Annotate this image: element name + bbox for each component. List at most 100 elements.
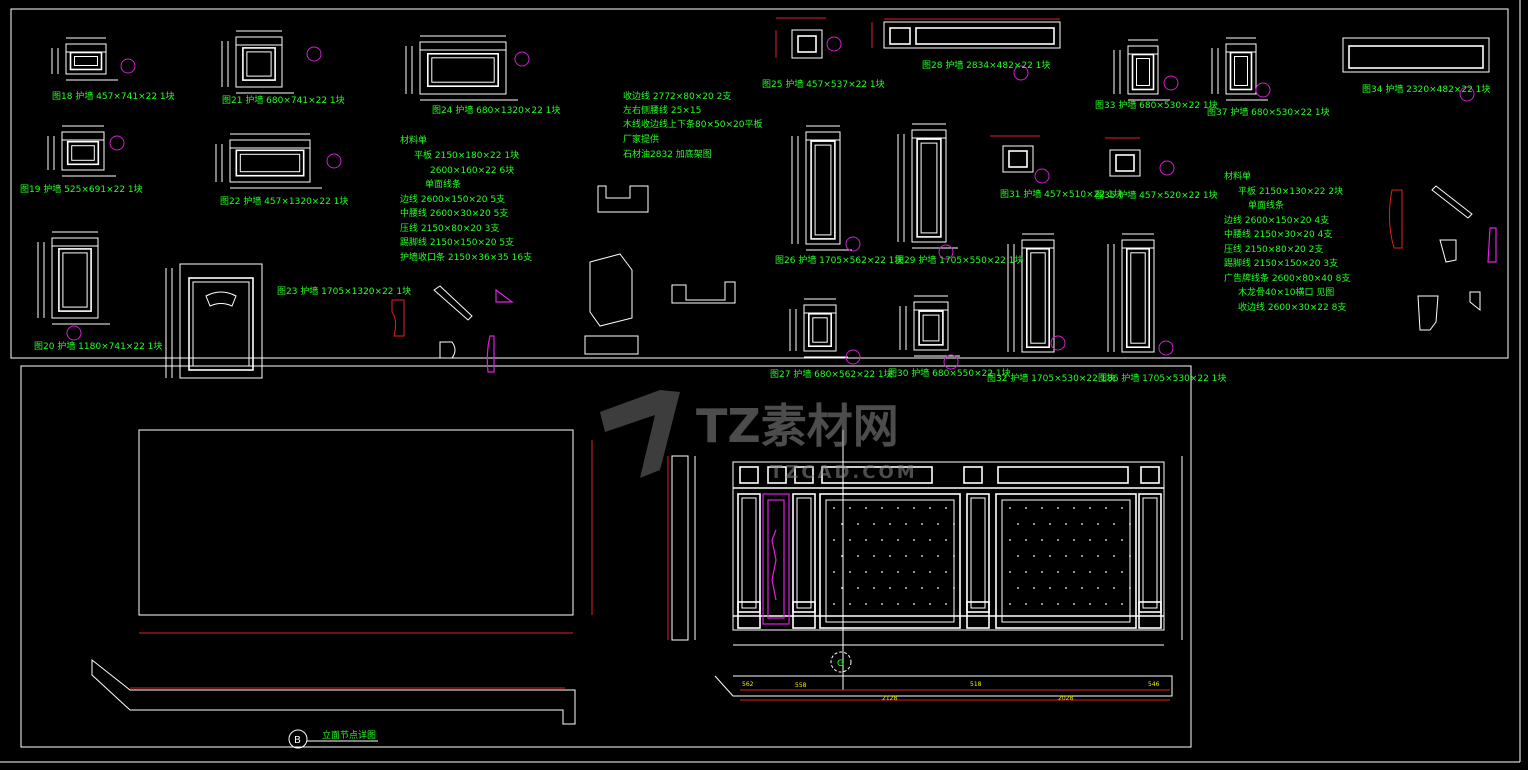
tuft-button — [1009, 507, 1011, 509]
tuft-button — [1009, 603, 1011, 605]
tuft-button — [849, 603, 851, 605]
elevation-side-panel-inner — [796, 497, 812, 609]
molding-profile — [1431, 185, 1473, 219]
elevation-side-panel — [792, 493, 816, 613]
panel-inner — [812, 317, 828, 343]
panel-frame — [1131, 53, 1155, 91]
panel-top-rail — [911, 129, 947, 139]
elevation-side-panel — [737, 493, 761, 613]
molding-profile — [1469, 291, 1481, 312]
panel-label: 图24 护墙 680×1320×22 1块 — [432, 104, 560, 116]
materials-line: 压线 2150×80×20 3支 — [400, 222, 499, 234]
panel-label: 图28 护墙 2834×482×22 1块 — [922, 59, 1050, 71]
detail-marker-icon — [1159, 160, 1175, 176]
fret-ornament-icon — [205, 291, 237, 307]
detail-marker-icon — [826, 36, 842, 52]
panel-top-rail — [61, 131, 105, 141]
tuft-button — [953, 587, 955, 589]
bracket-3d-view — [589, 253, 633, 327]
elevation-side-panel — [1138, 493, 1162, 613]
panel-label: 图30 护墙 680×550×22 1块 — [888, 367, 1011, 379]
tuft-button — [857, 587, 859, 589]
tuft-button — [929, 507, 931, 509]
tuft-button — [1105, 571, 1107, 573]
elevation-side-panel — [966, 493, 990, 613]
side-section — [671, 455, 689, 641]
tuft-button — [1017, 587, 1019, 589]
tuft-button — [1113, 523, 1115, 525]
detail-marker-icon — [1459, 86, 1475, 102]
materials-list-2: 材料单 平板 2150×130×22 2块 单面线条 边线 2600×150×2… — [1224, 170, 1350, 313]
tuft-button — [865, 507, 867, 509]
tuft-button — [1081, 523, 1083, 525]
panel-label: 图18 护墙 457×741×22 1块 — [52, 90, 175, 102]
tuft-button — [1121, 539, 1123, 541]
carved-pilaster — [762, 493, 790, 625]
panel-labels: 图18 护墙 457×741×22 1块 图19 护墙 525×691×22 1… — [20, 59, 1490, 384]
panel-inner — [1136, 58, 1150, 86]
tuft-button — [937, 523, 939, 525]
carved-panel — [192, 281, 250, 367]
panel-inner — [239, 153, 301, 173]
panel-label: 图32 护墙 1705×530×22 1块 — [987, 372, 1115, 384]
tuft-button — [913, 539, 915, 541]
tufted-panel — [819, 493, 961, 629]
tuft-button — [1097, 555, 1099, 557]
tuft-button — [865, 539, 867, 541]
dimension-value: 546 — [1148, 681, 1160, 688]
tuft-button — [1097, 587, 1099, 589]
materials-line: 平板 2150×180×22 1块 — [414, 149, 519, 161]
tuft-button — [849, 571, 851, 573]
materials-line: 边线 2600×150×20 5支 — [400, 193, 505, 205]
tuft-button — [1121, 603, 1123, 605]
panel-label: 图26 护墙 1705×562×22 1块 — [775, 254, 903, 266]
detail-marker-icon — [326, 153, 342, 169]
panel-inner — [246, 51, 272, 77]
panel-outline — [791, 29, 823, 59]
molding-profile — [391, 299, 405, 337]
tuft-button — [881, 603, 883, 605]
tuft-button — [1065, 587, 1067, 589]
panel-inner — [74, 56, 98, 66]
elevation-lower-panel — [737, 601, 761, 629]
elevation-marker-circle — [830, 651, 852, 673]
elevation-lower-panel — [792, 601, 816, 629]
panel-frame — [1348, 45, 1484, 69]
bracket-section — [597, 185, 649, 213]
detail-marker-icon — [1013, 65, 1029, 81]
panel-frame — [426, 52, 499, 88]
tuft-button — [929, 539, 931, 541]
panel-top-rail — [419, 41, 507, 51]
watermark-brand: TZ素材网 — [696, 399, 899, 453]
panel-label: 图25 护墙 457×537×22 1块 — [762, 78, 885, 90]
dimension-value: 2028 — [1058, 695, 1073, 702]
detail-marker-icon — [514, 51, 530, 67]
tuft-button — [1049, 555, 1051, 557]
panel-label: 图37 护墙 680×530×22 1块 — [1207, 106, 1330, 118]
panel-frame — [1115, 154, 1135, 172]
tuft-button — [937, 587, 939, 589]
panel-frame — [916, 138, 942, 238]
tuft-button — [905, 523, 907, 525]
section-marker-title: 立面节点详图 — [322, 729, 376, 741]
materials-line: 平板 2150×130×22 2块 — [1238, 185, 1343, 197]
materials-line: 压线 2150×80×20 2支 — [1224, 243, 1323, 255]
tuft-button — [841, 587, 843, 589]
carved-ornament-icon — [771, 529, 777, 601]
panel-frame — [918, 310, 944, 346]
elevation-lower-panel — [1138, 601, 1162, 629]
materials-line: 单面线条 — [1248, 199, 1284, 211]
panel-inner — [1130, 252, 1146, 344]
panel-inner — [71, 145, 95, 161]
tuft-button — [889, 555, 891, 557]
panel-label: 图36 护墙 1705×530×22 1块 — [1098, 372, 1226, 384]
panel-label: 图29 护墙 1705×550×22 1块 — [895, 254, 1023, 266]
elevation-plan-strip — [714, 675, 1173, 697]
tuft-button — [1089, 603, 1091, 605]
tuft-button — [833, 603, 835, 605]
panel-label: 图34 护墙 2320×482×22 1块 — [1362, 83, 1490, 95]
bracket-section — [671, 281, 736, 304]
tuft-button — [1041, 603, 1043, 605]
